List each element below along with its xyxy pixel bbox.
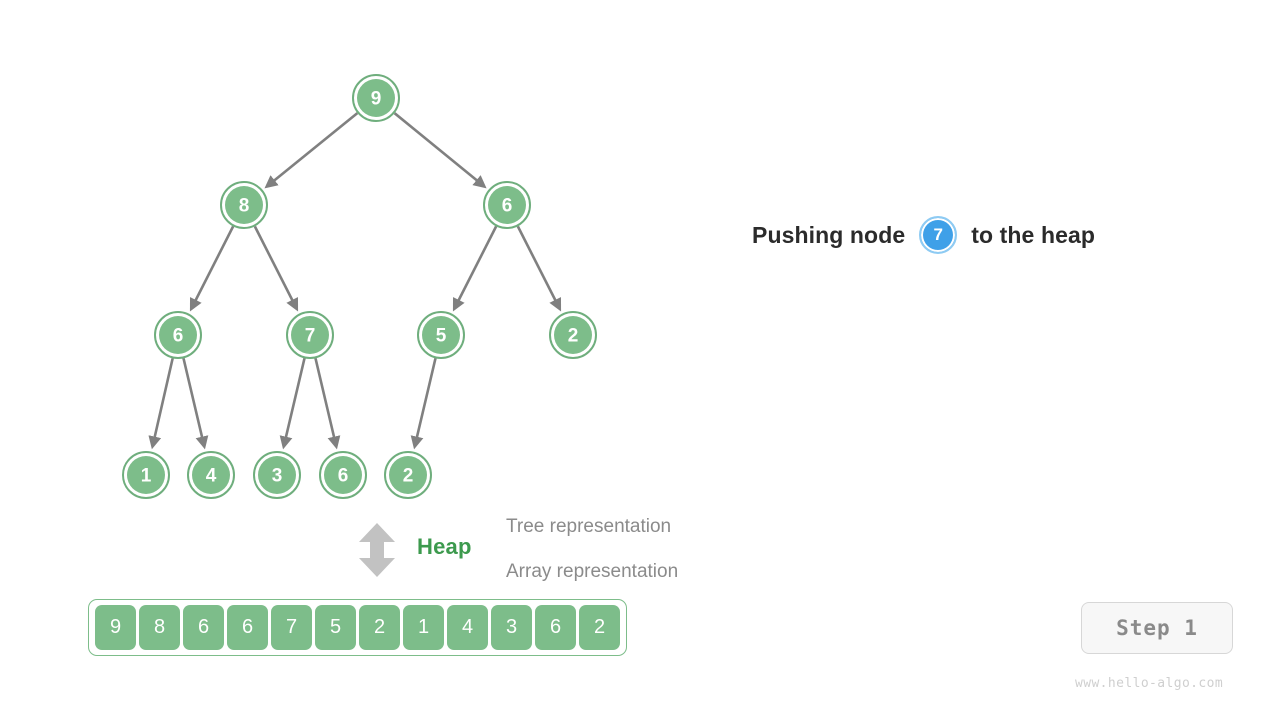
tree-node-ring <box>154 311 202 359</box>
tree-node-circle <box>127 456 165 494</box>
array-cell: 7 <box>271 605 312 650</box>
tree-edge <box>189 225 235 312</box>
tree-node-value: 4 <box>206 466 217 487</box>
tree-node-ring <box>253 451 301 499</box>
tree-node-value: 9 <box>371 89 382 110</box>
tree-node-value: 6 <box>338 466 349 487</box>
array-cell: 8 <box>139 605 180 650</box>
tree-node-circle <box>324 456 362 494</box>
headline-suffix: to the heap <box>971 221 1096 248</box>
tree-node-circle <box>192 456 230 494</box>
tree-node-value: 7 <box>305 326 316 347</box>
array-cell: 5 <box>315 605 356 650</box>
tree-representation-label: Tree representation <box>506 516 672 537</box>
array-cell: 2 <box>579 605 620 650</box>
tree-node: 2 <box>384 451 432 499</box>
tree-node-circle <box>422 316 460 354</box>
array-cell: 6 <box>183 605 224 650</box>
tree-node-ring <box>417 311 465 359</box>
tree-edge <box>516 225 562 312</box>
array-cell: 4 <box>447 605 488 650</box>
tree-node-value: 8 <box>239 196 250 217</box>
heap-label: Heap <box>417 534 472 559</box>
tree-node: 9 <box>352 74 400 122</box>
tree-node: 3 <box>253 451 301 499</box>
site-watermark: www.hello-algo.com <box>1075 676 1224 691</box>
tree-edge <box>279 358 306 450</box>
tree-node: 6 <box>154 311 202 359</box>
array-cell: 9 <box>95 605 136 650</box>
tree-edge <box>264 112 359 189</box>
headline-prefix: Pushing node <box>752 221 906 248</box>
array-cell: 6 <box>227 605 268 650</box>
tree-node-circle <box>389 456 427 494</box>
tree-node-circle <box>225 186 263 224</box>
pushed-node-badge: 7 <box>919 216 958 254</box>
tree-edge <box>182 358 209 450</box>
tree-node-circle <box>291 316 329 354</box>
tree-node-layer: 9 8 6 6 7 5 2 1 4 3 6 2 <box>122 74 597 499</box>
tree-node-ring <box>286 311 334 359</box>
tree-edge <box>452 225 498 312</box>
status-headline: Pushing node 7 to the heap <box>752 216 1095 254</box>
tree-node-ring <box>187 451 235 499</box>
tree-node: 6 <box>483 181 531 229</box>
tree-node-circle <box>357 79 395 117</box>
tree-node: 4 <box>187 451 235 499</box>
tree-node-ring <box>220 181 268 229</box>
array-cell: 6 <box>535 605 576 650</box>
tree-node: 8 <box>220 181 268 229</box>
tree-node-ring <box>352 74 400 122</box>
tree-node-ring <box>122 451 170 499</box>
tree-node-ring <box>319 451 367 499</box>
array-cell: 3 <box>491 605 532 650</box>
tree-node-value: 2 <box>568 326 579 347</box>
tree-node-circle <box>488 186 526 224</box>
array-cell: 2 <box>359 605 400 650</box>
tree-node-ring <box>483 181 531 229</box>
tree-node-value: 2 <box>403 466 414 487</box>
tree-node-value: 5 <box>436 326 447 347</box>
tree-edge <box>148 358 174 450</box>
array-representation-label: Array representation <box>506 561 679 582</box>
tree-node-value: 6 <box>502 196 513 217</box>
array-cell: 1 <box>403 605 444 650</box>
tree-node-value: 3 <box>272 466 283 487</box>
tree-edge <box>253 225 299 312</box>
tree-node: 2 <box>549 311 597 359</box>
tree-node-value: 1 <box>141 466 152 487</box>
step-badge: Step 1 <box>1081 602 1233 654</box>
tree-node-ring <box>384 451 432 499</box>
tree-edge-layer <box>148 112 562 450</box>
tree-edge <box>393 112 487 189</box>
tree-node-circle <box>258 456 296 494</box>
tree-node-circle <box>159 316 197 354</box>
tree-edge <box>314 358 341 450</box>
tree-node-value: 6 <box>173 326 184 347</box>
tree-node: 1 <box>122 451 170 499</box>
tree-edge <box>410 358 437 450</box>
double-vertical-arrow-icon <box>359 523 395 577</box>
tree-node-circle <box>554 316 592 354</box>
tree-node: 5 <box>417 311 465 359</box>
tree-node: 6 <box>319 451 367 499</box>
tree-node-ring <box>549 311 597 359</box>
tree-node: 7 <box>286 311 334 359</box>
